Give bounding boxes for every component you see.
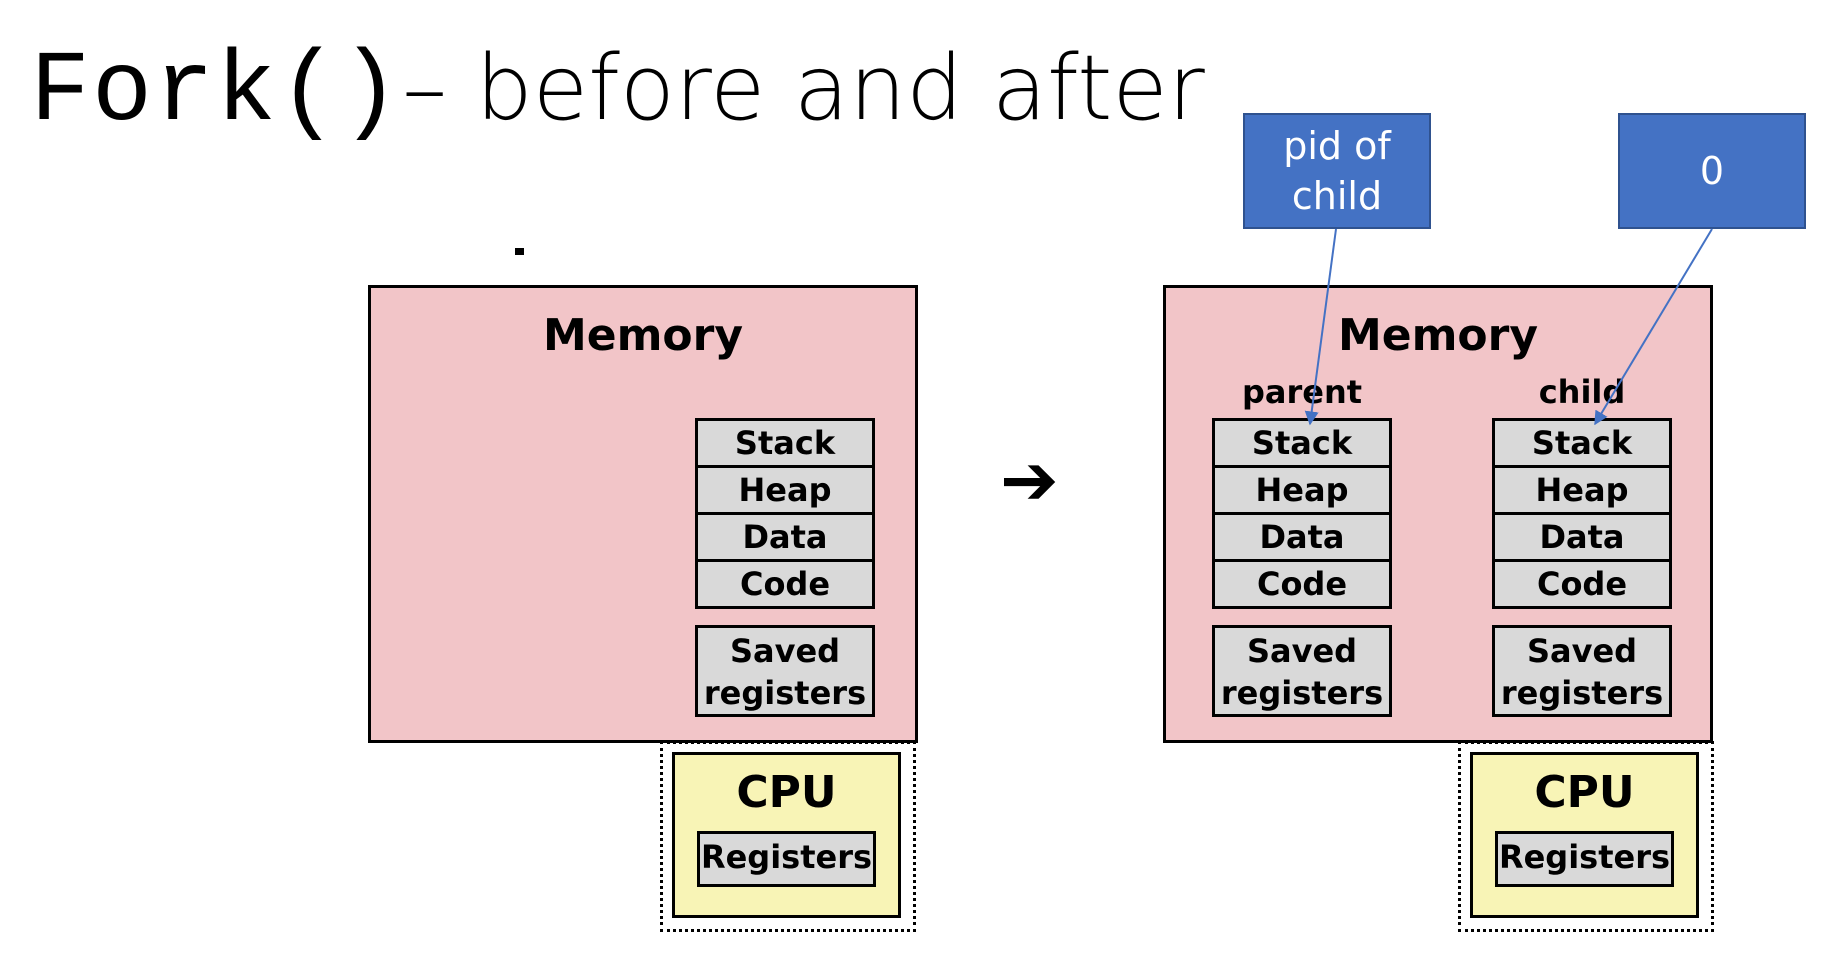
cpu-registers: Registers <box>1495 831 1674 887</box>
stray-dot <box>515 248 524 255</box>
cpu-frame-before <box>660 741 916 932</box>
callout-zero: 0 <box>1618 113 1806 229</box>
saved-registers-before: Saved registers <box>695 625 875 717</box>
saved-line2: registers <box>703 674 867 712</box>
callout-line2: child <box>1291 174 1383 218</box>
saved-line2: registers <box>1500 674 1664 712</box>
segment-stack-child: Stack Heap Data Code <box>1492 418 1672 609</box>
segment-data: Data <box>1492 512 1672 562</box>
title-text: – before and after <box>402 36 1205 141</box>
slide-title: Fork()– before and after <box>30 34 1205 149</box>
segment-stack-before: Stack Heap Data Code <box>695 418 875 609</box>
callout-line1: pid of <box>1283 124 1391 168</box>
segment-code: Code <box>695 559 875 609</box>
cpu-before: CPU Registers <box>672 752 901 918</box>
parent-label: parent <box>1241 373 1363 411</box>
saved-line1: Saved <box>1246 632 1358 670</box>
connector-parent-line <box>1304 228 1337 426</box>
saved-line2: registers <box>1220 674 1384 712</box>
memory-label: Memory <box>1337 310 1539 361</box>
memory-label: Memory <box>542 310 744 361</box>
cpu-frame-after <box>1458 741 1714 932</box>
segment-stack-parent: Stack Heap Data Code <box>1212 418 1392 609</box>
callout-text: 0 <box>1699 149 1725 193</box>
saved-line1: Saved <box>729 632 841 670</box>
connector-child-line <box>1594 228 1713 426</box>
callout-pid-of-child: pid of child <box>1243 113 1431 229</box>
cpu-registers: Registers <box>697 831 876 887</box>
segment-stack: Stack <box>1212 418 1392 468</box>
title-code: Fork() <box>30 37 403 150</box>
cpu-label: CPU <box>1534 767 1635 818</box>
child-label: child <box>1538 373 1626 411</box>
transition-arrow-icon: ➔ <box>1000 439 1059 521</box>
saved-registers-child: Saved registers <box>1492 625 1672 717</box>
segment-heap: Heap <box>1212 465 1392 515</box>
segment-code: Code <box>1212 559 1392 609</box>
segment-heap: Heap <box>1492 465 1672 515</box>
saved-line1: Saved <box>1526 632 1638 670</box>
segment-data: Data <box>1212 512 1392 562</box>
cpu-after: CPU Registers <box>1470 752 1699 918</box>
saved-registers-parent: Saved registers <box>1212 625 1392 717</box>
cpu-label: CPU <box>736 767 837 818</box>
segment-code: Code <box>1492 559 1672 609</box>
